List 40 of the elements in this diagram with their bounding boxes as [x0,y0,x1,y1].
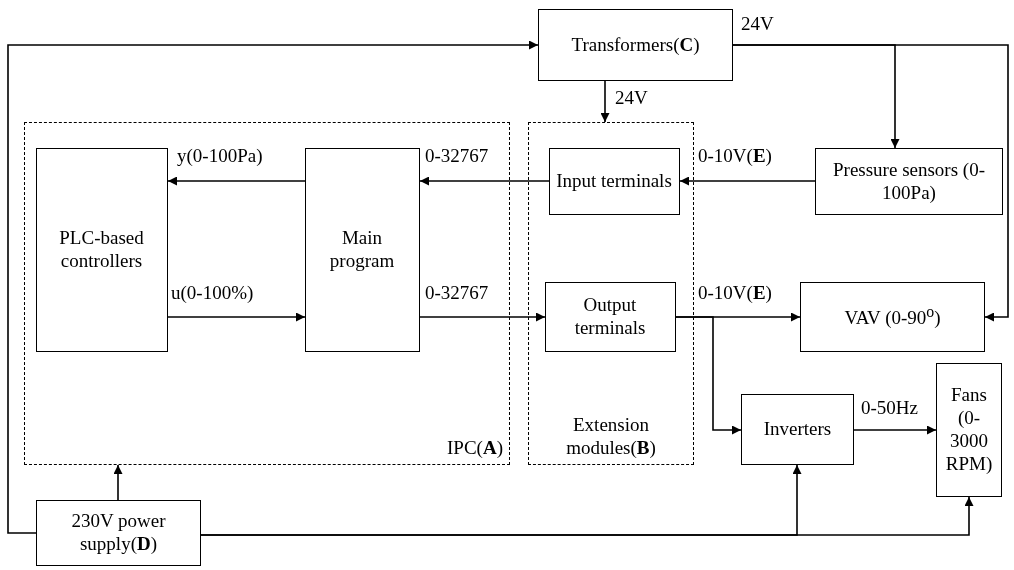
node-label: Main program [328,226,396,273]
process-box [800,282,985,352]
arrow [113,464,123,501]
edge-label: u(0-100%) [170,283,255,304]
arrow [167,312,306,322]
arrow [675,316,742,435]
arrow [419,312,546,322]
arrow [732,44,1009,322]
process-box [741,394,854,465]
arrow [7,40,539,534]
process-box [538,9,733,81]
process-box [936,363,1002,497]
arrow [853,425,937,435]
node-label: Input terminals [556,169,672,193]
group-label: IPC(A) [447,437,503,460]
edge-label: 0-10V(E) [697,146,773,167]
process-box [36,500,201,566]
dashed-group-box [24,122,510,465]
process-box [35,147,168,352]
group-label: Extension modules(B) [565,414,657,460]
edge-label: 0-10V(E) [697,283,773,304]
process-box [548,147,680,215]
arrow [167,176,306,186]
node-label: Transformers(C) [571,33,700,57]
process-box [304,147,420,352]
node-label: Pressure sensors (0-100Pa) [832,158,986,205]
node-label: Output terminals [573,293,647,340]
node-label: PLC-based controllers [58,226,145,273]
arrow [419,176,550,186]
process-box [815,148,1003,215]
node-label: Fans (0-3000 RPM) [944,384,994,476]
dashed-group-box [528,122,694,465]
arrow [600,80,610,123]
node-label: VAV (0-90$^{o}$) [844,303,941,331]
arrow [200,496,974,536]
arrow [679,176,816,186]
node-label: 230V power supply(D) [70,510,167,556]
edge-label: y(0-100Pa) [176,146,264,167]
process-box [544,281,676,352]
node-label: Inverters [763,418,832,441]
